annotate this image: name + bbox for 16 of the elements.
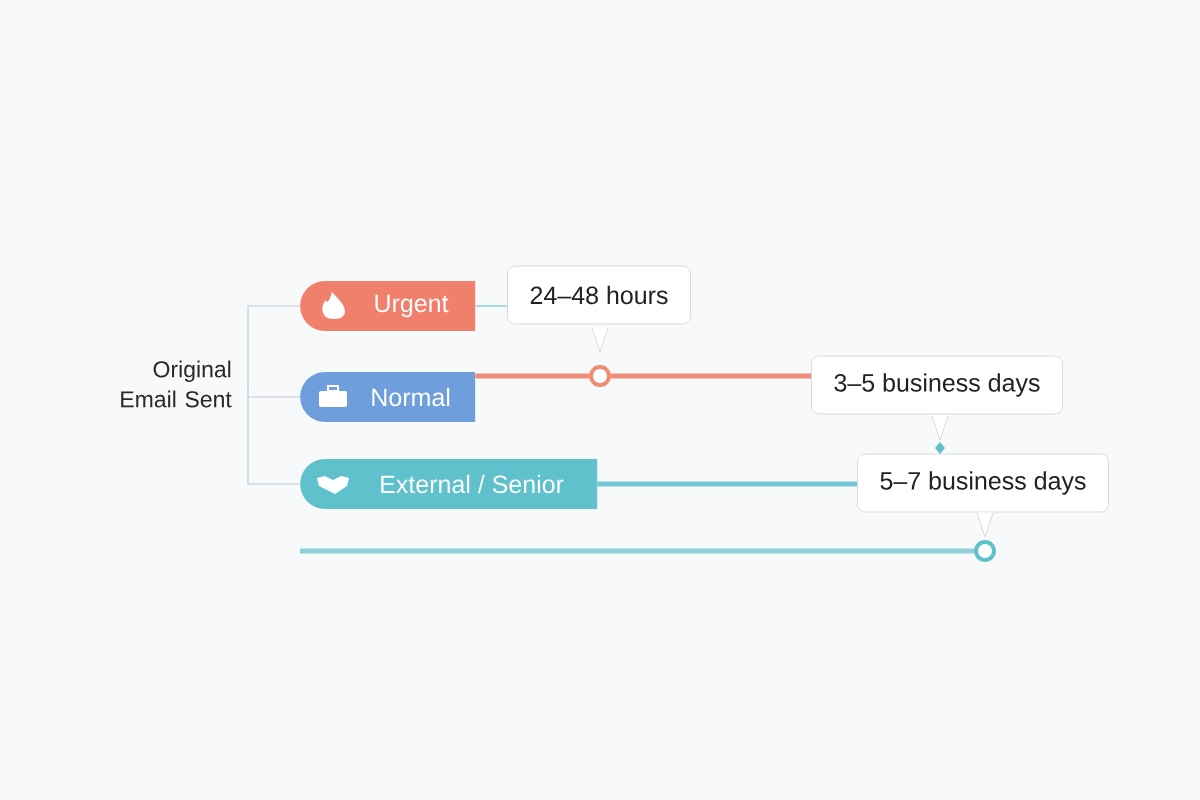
connector-line [247, 383, 301, 485]
node-label: Original Email Sent [121, 360, 232, 408]
connector-line [474, 305, 508, 307]
category-pill: Normal [300, 372, 476, 422]
connector-line [597, 481, 857, 487]
timeline-marker [589, 365, 611, 387]
connector-line [611, 373, 811, 379]
connector-line [300, 548, 974, 554]
connector-line [247, 305, 301, 385]
category-pill: External / Senior [300, 459, 598, 509]
category-pill: Urgent [300, 281, 476, 331]
timeline-marker [974, 540, 996, 562]
connector-line [475, 373, 589, 379]
callout-bubble: 3–5 business days [810, 355, 1064, 441]
callout-bubble: 24–48 hours [507, 265, 691, 353]
callout-bubble: 5–7 business days [856, 453, 1110, 538]
